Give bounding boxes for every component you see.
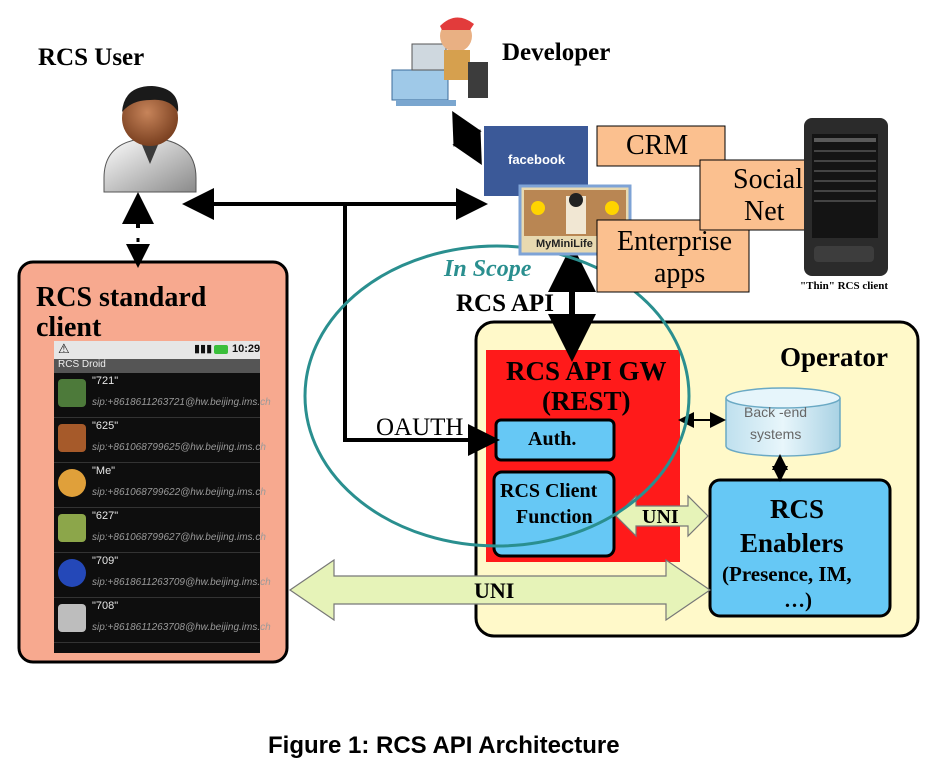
api-gw-label-1: RCS API GW [506,356,667,386]
contact-name: "721" [92,375,119,387]
crm-label: CRM [626,130,689,161]
uni-outer-label: UNI [474,578,515,603]
list-item[interactable]: "708" sip:+8618611263708@hw.beijing.ims.… [54,598,271,643]
in-scope-ellipse [303,244,691,548]
list-item[interactable]: "627" sip:+861068799627@hw.beijing.ims.c… [54,508,266,553]
rcs-droid-screen: ⚠ ▮▮▮ 10:29 RCS Droid "721" sip:+8618611… [54,341,271,653]
contact-sip: sip:+8618611263708@hw.beijing.ims.ch [92,622,271,633]
database-icon [725,387,841,457]
standard-client-label-1: RCS standard [36,282,207,313]
developer-icon [391,17,488,106]
client-function-label-2: Function [516,506,593,528]
user-icon [103,86,197,193]
contact-name: "708" [92,600,119,612]
enablers-box [708,478,892,618]
list-item[interactable]: "Me" sip:+861068799622@hw.beijing.ims.ch [54,463,266,508]
rcs-user-label: RCS User [38,44,145,71]
uni-inner-label: UNI [642,506,679,528]
api-gw-label-2: (REST) [542,386,631,416]
contact-name: "627" [92,510,119,522]
signal-icon: ▮▮▮ [194,343,213,355]
standard-client-label-2: client [36,312,102,343]
facebook-label: facebook [508,152,566,167]
enterprise-label-2: apps [654,258,706,289]
enablers-label-4: …) [784,588,812,612]
crm-box [596,125,726,167]
contact-sip: sip:+8618611263721@hw.beijing.ims.ch [92,397,271,408]
warning-icon: ⚠ [58,341,70,356]
developer-label: Developer [502,39,611,66]
contact-thumbnail [58,379,86,407]
uni-inner-arrow [615,494,709,538]
status-time: 10:29 [232,343,261,355]
operator-label: Operator [780,342,888,372]
enablers-label-1: RCS [770,494,825,524]
contact-list: "721" sip:+8618611263721@hw.beijing.ims.… [54,373,271,653]
contact-thumbnail [58,424,86,452]
battery-icon [214,345,228,354]
contact-thumbnail [58,559,86,587]
mymini-life-label: MyMiniLife [536,238,593,250]
contact-name: "Me" [92,465,116,477]
contact-thumbnail [58,469,86,497]
backend-label-1: Back -end [744,404,808,420]
enablers-label-3: (Presence, IM, [722,562,852,586]
uni-outer-arrow [288,558,712,622]
contact-name: "625" [92,420,119,432]
social-net-label-1: Social [733,164,803,195]
list-item[interactable]: "625" sip:+861068799625@hw.beijing.ims.c… [54,418,266,463]
status-bar: ⚠ ▮▮▮ 10:29 [54,341,260,359]
contact-thumbnail [58,514,86,542]
social-net-label-2: Net [744,196,785,227]
auth-label: Auth. [528,428,577,450]
contact-sip: sip:+8618611263709@hw.beijing.ims.ch [92,577,271,588]
figure-caption: Figure 1: RCS API Architecture [268,732,620,759]
contact-sip: sip:+861068799627@hw.beijing.ims.ch [92,532,266,543]
facebook-logo [484,126,588,196]
phone-icon [804,118,888,276]
app-title: RCS Droid [58,359,106,370]
list-item[interactable]: "721" sip:+8618611263721@hw.beijing.ims.… [54,373,271,418]
contact-sip: sip:+861068799625@hw.beijing.ims.ch [92,442,266,453]
contact-name: "709" [92,555,119,567]
in-scope-label: In Scope [444,256,532,282]
thin-client-label: "Thin" RCS client [800,280,889,292]
rcs-api-label: RCS API [456,290,554,317]
enterprise-label-1: Enterprise [617,226,733,257]
enablers-label-2: Enablers [740,528,844,558]
oauth-label: OAUTH [376,414,464,441]
contact-sip: sip:+861068799622@hw.beijing.ims.ch [92,487,266,498]
backend-label-2: systems [750,426,802,442]
enterprise-box [596,219,750,293]
app-title-bar: RCS Droid [54,359,260,373]
client-function-label-1: RCS Client [500,480,598,502]
contact-thumbnail [58,604,86,632]
list-item[interactable]: "709" sip:+8618611263709@hw.beijing.ims.… [54,553,271,598]
